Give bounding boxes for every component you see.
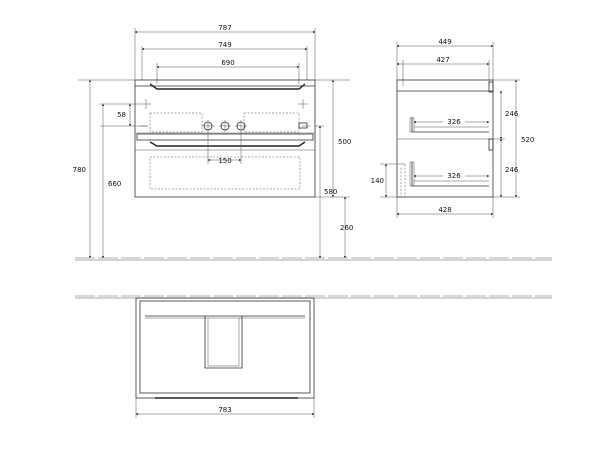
- dim-side-top-depth: 427: [436, 56, 449, 64]
- dim-front-tap-spacing: 150: [218, 157, 231, 165]
- mount-point-right-icon: [298, 99, 308, 109]
- dim-side-total-depth: 449: [438, 38, 451, 46]
- dim-side-height: 520: [521, 136, 534, 144]
- side-view: 449 427 326 326 428 520 246 246 140: [371, 38, 534, 218]
- dim-front-mount-height: 660: [108, 180, 121, 188]
- dim-front-drawer-width: 690: [221, 59, 234, 67]
- dim-side-drawer-depth-lower: 326: [447, 172, 461, 180]
- dim-front-tap-offset: 58: [117, 111, 126, 119]
- dim-side-bottom-depth: 428: [438, 206, 451, 214]
- tap-left-icon: [202, 120, 214, 132]
- top-cabinet-outline: [135, 297, 315, 399]
- dim-side-siphon-height: 140: [371, 177, 384, 185]
- dim-front-drawer-height: 580: [324, 188, 337, 196]
- side-cabinet-body: [396, 79, 494, 198]
- front-cabinet-body: [134, 79, 316, 198]
- dim-side-drawer-depth-upper: 326: [447, 118, 461, 126]
- dim-side-upper-height: 246: [505, 110, 519, 118]
- dim-front-total-height: 780: [73, 166, 86, 174]
- front-view: 787 749 690 58 150 780 660 500 580 260: [73, 24, 353, 259]
- dim-top-view-width: 783: [218, 406, 231, 414]
- tap-right-icon: [235, 120, 247, 132]
- top-view: 783: [75, 295, 552, 418]
- tap-center-icon: [219, 120, 231, 132]
- dim-front-total-width: 787: [218, 24, 231, 32]
- mount-point-left-icon: [141, 99, 151, 109]
- dim-front-inner-width: 749: [218, 41, 231, 49]
- dim-front-body-height: 500: [338, 138, 351, 146]
- dim-side-lower-height: 246: [505, 166, 519, 174]
- dim-front-floor-gap: 260: [340, 224, 353, 232]
